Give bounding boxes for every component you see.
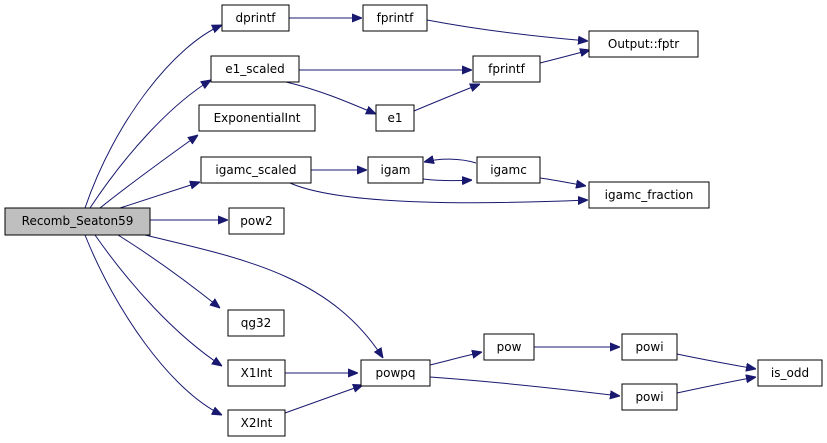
node-e1[interactable]: e1 bbox=[375, 104, 415, 132]
edge-e1scaled-e1 bbox=[285, 81, 376, 114]
node-label: e1 bbox=[387, 111, 402, 125]
node-powi-2[interactable]: powi bbox=[621, 383, 678, 411]
node-label: powi bbox=[635, 390, 663, 404]
node-exponentialint[interactable]: ExponentialInt bbox=[198, 104, 316, 132]
node-x2int[interactable]: X2Int bbox=[227, 409, 286, 437]
node-igamc-scaled[interactable]: igamc_scaled bbox=[200, 156, 312, 184]
edge-recomb-e1scaled bbox=[89, 80, 211, 209]
node-label: igam bbox=[381, 163, 411, 177]
edge-igamc-igamcfrac bbox=[539, 177, 586, 186]
node-pow2[interactable]: pow2 bbox=[228, 207, 285, 235]
node-label: is_odd bbox=[771, 366, 809, 380]
nodes: Recomb_Seaton59 dprintf fprintf Output::… bbox=[4, 4, 823, 437]
edge-powpq-powi2 bbox=[429, 376, 620, 396]
node-label: igamc bbox=[490, 163, 527, 177]
edge-igamc-igam bbox=[424, 159, 477, 163]
node-label: X2Int bbox=[241, 416, 273, 430]
edge-igam-igamc bbox=[422, 179, 472, 181]
edge-recomb-x1int bbox=[94, 234, 222, 366]
node-recomb-seaton59[interactable]: Recomb_Seaton59 bbox=[4, 207, 151, 236]
node-e1-scaled[interactable]: e1_scaled bbox=[210, 55, 300, 83]
edge-recomb-powpq bbox=[144, 234, 383, 358]
edge-recomb-igamcscaled bbox=[119, 182, 200, 209]
node-label: powpq bbox=[375, 366, 415, 380]
node-pow[interactable]: pow bbox=[483, 333, 535, 361]
edge-fprintf1-output bbox=[426, 19, 588, 41]
node-igam[interactable]: igam bbox=[367, 156, 424, 184]
node-label: e1_scaled bbox=[225, 62, 285, 76]
node-label: ExponentialInt bbox=[214, 111, 301, 125]
node-x1int[interactable]: X1Int bbox=[227, 359, 286, 387]
edge-recomb-x2int bbox=[84, 234, 222, 415]
node-fprintf-1[interactable]: fprintf bbox=[362, 4, 428, 32]
node-powpq[interactable]: powpq bbox=[360, 359, 431, 387]
node-label: igamc_fraction bbox=[605, 188, 694, 202]
node-igamc-fraction[interactable]: igamc_fraction bbox=[588, 181, 710, 209]
node-igamc[interactable]: igamc bbox=[476, 156, 541, 184]
node-label: pow2 bbox=[240, 214, 272, 228]
edge-recomb-dprintf bbox=[84, 25, 222, 209]
node-label: Output::fptr bbox=[608, 37, 679, 51]
node-is-odd[interactable]: is_odd bbox=[757, 359, 823, 387]
edge-recomb-qg32 bbox=[117, 234, 220, 308]
node-powi-1[interactable]: powi bbox=[621, 333, 678, 361]
node-label: Recomb_Seaton59 bbox=[22, 214, 134, 228]
node-label: fprintf bbox=[377, 11, 414, 25]
node-label: pow bbox=[497, 340, 522, 354]
node-label: powi bbox=[635, 340, 663, 354]
edge-e1-fprintf2 bbox=[413, 84, 480, 112]
node-label: qg32 bbox=[241, 316, 272, 330]
edge-igamcscaled-igamcfrac bbox=[289, 182, 588, 203]
node-label: dprintf bbox=[235, 11, 276, 25]
edge-powi1-isodd bbox=[676, 353, 756, 369]
edge-powpq-pow bbox=[429, 352, 482, 366]
node-output-fptr[interactable]: Output::fptr bbox=[588, 30, 699, 58]
node-dprintf[interactable]: dprintf bbox=[221, 4, 290, 32]
node-label: X1Int bbox=[241, 366, 273, 380]
edge-recomb-expint bbox=[99, 135, 198, 209]
edge-fprintf2-output bbox=[539, 50, 590, 64]
node-fprintf-2[interactable]: fprintf bbox=[472, 55, 541, 83]
edge-powi2-isodd bbox=[676, 377, 756, 394]
edge-x2int-powpq bbox=[284, 385, 363, 414]
node-label: igamc_scaled bbox=[215, 163, 296, 177]
node-label: fprintf bbox=[488, 62, 525, 76]
node-qg32[interactable]: qg32 bbox=[227, 309, 285, 337]
edges bbox=[84, 18, 756, 415]
